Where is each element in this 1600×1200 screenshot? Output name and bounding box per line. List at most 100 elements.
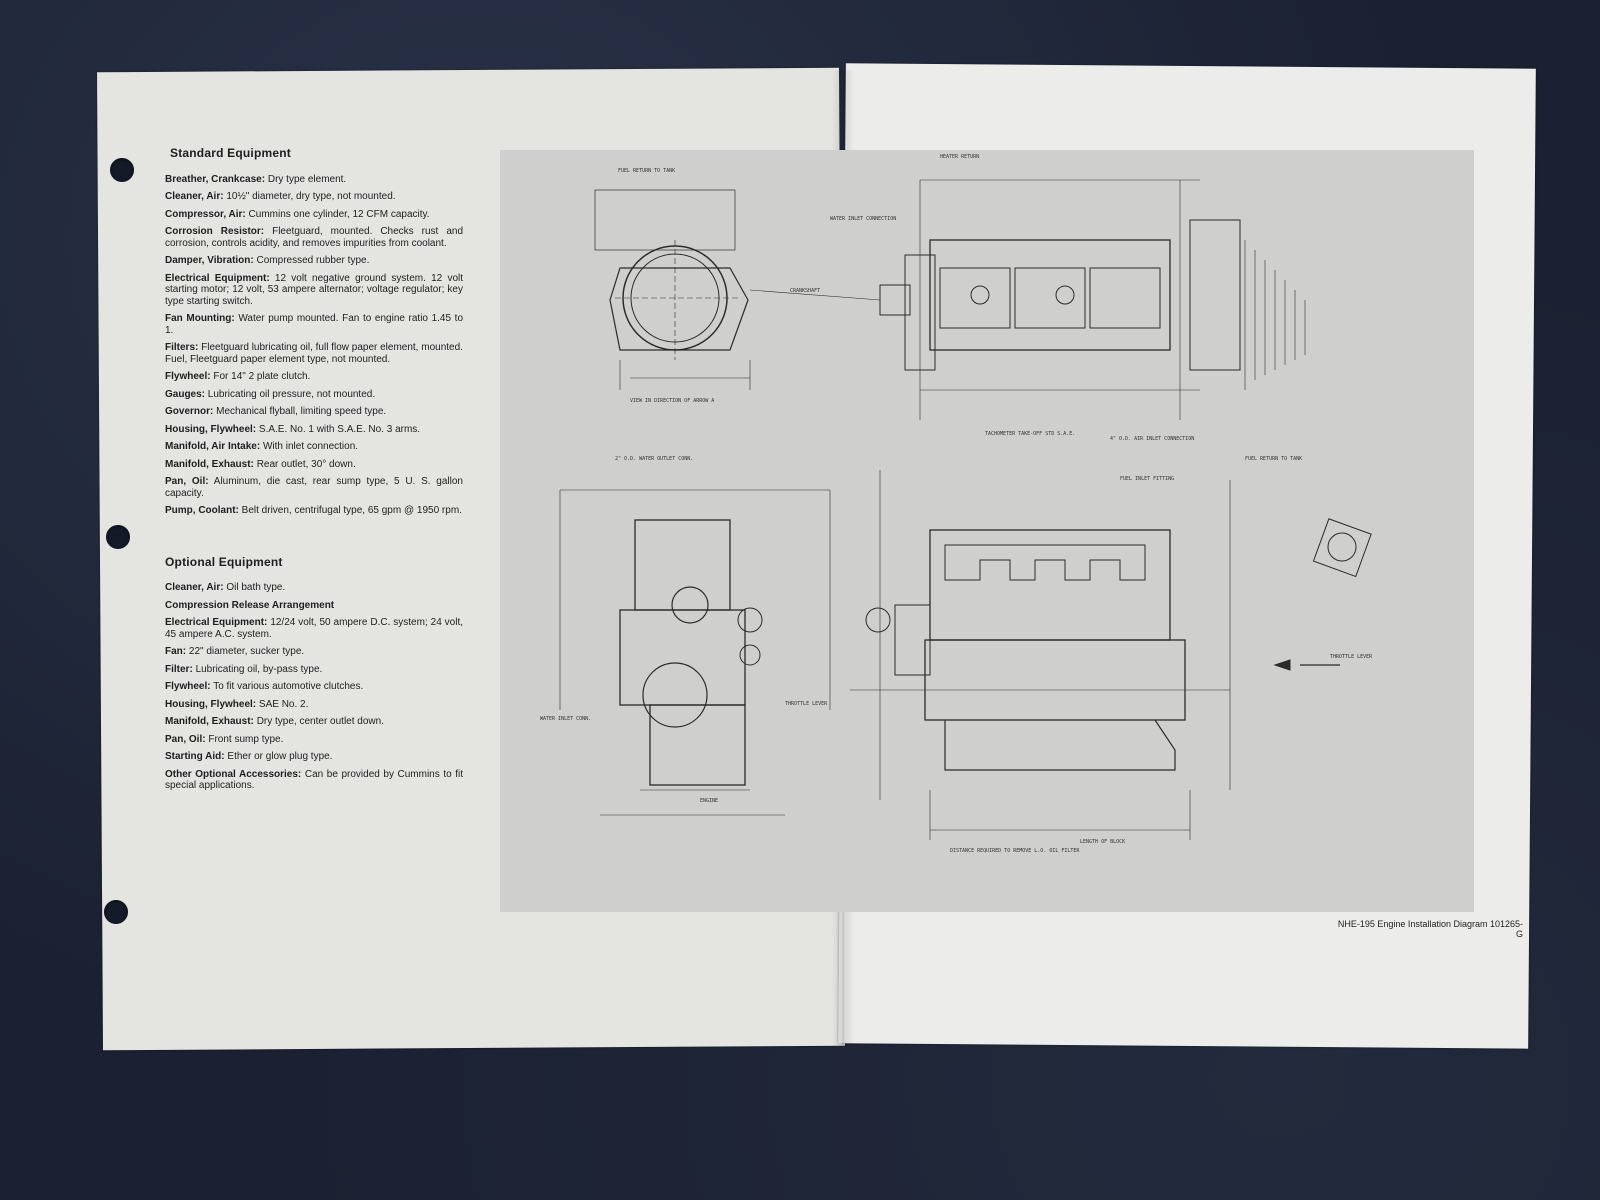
- engine-installation-diagram: FUEL RETURN TO TANK HEATER RETURN WATER …: [500, 150, 1474, 912]
- equipment-description: Oil bath type.: [226, 582, 286, 593]
- equipment-description: Rear outlet, 30° down.: [256, 458, 356, 470]
- standard-equipment-title: Standard Equipment: [170, 146, 291, 160]
- label-heater-return: HEATER RETURN: [940, 154, 979, 160]
- equipment-label: Fan Mounting:: [165, 313, 235, 324]
- equipment-description: Water pump mounted. Fan to engine ratio …: [165, 313, 464, 336]
- equipment-label: Other Optional Accessories:: [165, 768, 302, 780]
- equipment-description: 10½" diameter, dry type, not mounted.: [226, 191, 396, 202]
- diagram-caption: NHE-195 Engine Installation Diagram 1012…: [1337, 919, 1523, 939]
- equipment-description: 22" diameter, sucker type.: [188, 646, 305, 657]
- equipment-description: Cummins one cylinder, 12 CFM capacity.: [248, 208, 430, 220]
- equipment-description: Aluminum, die cast, rear sump type, 5 U.…: [165, 476, 463, 499]
- label-oil-filter: DISTANCE REQUIRED TO REMOVE L.O. OIL FIL…: [950, 848, 1080, 854]
- equipment-description: To fit various automotive clutches.: [213, 681, 364, 692]
- equipment-label: Starting Aid:: [165, 751, 225, 762]
- equipment-entry: Filters: Fleetguard lubricating oil, ful…: [165, 342, 463, 365]
- equipment-entry: Housing, Flywheel: S.A.E. No. 1 with S.A…: [165, 424, 463, 436]
- equipment-entry: Flywheel: To fit various automotive clut…: [165, 681, 463, 693]
- equipment-description: Lubricating oil, by-pass type.: [195, 663, 323, 675]
- equipment-label: Housing, Flywheel:: [165, 698, 257, 710]
- binder-hole-middle: [106, 525, 130, 549]
- equipment-entry: Filter: Lubricating oil, by-pass type.: [165, 664, 463, 676]
- equipment-description: 12/24 volt, 50 ampere D.C. system; 24 vo…: [165, 617, 464, 640]
- equipment-entry: Electrical Equipment: 12 volt negative g…: [165, 273, 463, 308]
- equipment-description: For 14" 2 plate clutch.: [213, 371, 311, 382]
- label-water-inlet-conn: WATER INLET CONN.: [540, 716, 591, 722]
- label-fuel-return-right: FUEL RETURN TO TANK: [1245, 456, 1302, 462]
- equipment-label: Flywheel:: [165, 371, 211, 382]
- equipment-entry: Gauges: Lubricating oil pressure, not mo…: [165, 389, 463, 401]
- specifications-column: Standard Equipment Breather, Crankcase: …: [165, 146, 463, 798]
- equipment-entry: Compressor, Air: Cummins one cylinder, 1…: [165, 209, 463, 221]
- label-crankshaft: CRANKSHAFT: [790, 288, 820, 294]
- equipment-description: Fleetguard lubricating oil, full flow pa…: [201, 342, 463, 353]
- label-fuel-inlet: FUEL INLET FITTING: [1120, 476, 1174, 482]
- equipment-entry: Cleaner, Air: 10½" diameter, dry type, n…: [165, 191, 463, 203]
- equipment-entry: Fan: 22" diameter, sucker type.: [165, 646, 463, 658]
- equipment-label: Flywheel:: [165, 681, 211, 692]
- label-tachometer: TACHOMETER TAKE-OFF STD S.A.E.: [985, 431, 1075, 437]
- equipment-label: Gauges:: [165, 388, 206, 400]
- equipment-entry: Manifold, Air Intake: With inlet connect…: [165, 441, 463, 453]
- equipment-entry: Pump, Coolant: Belt driven, centrifugal …: [165, 505, 463, 517]
- optional-equipment-title: Optional Equipment: [165, 554, 283, 569]
- equipment-description: S.A.E. No. 1 with S.A.E. No. 3 arms.: [258, 423, 421, 435]
- label-fuel-return: FUEL RETURN TO TANK: [618, 168, 675, 174]
- binder-hole-bottom: [104, 900, 128, 924]
- equipment-entry: Housing, Flywheel: SAE No. 2.: [165, 699, 463, 711]
- equipment-description: Dry type element.: [267, 173, 347, 185]
- equipment-entry: Manifold, Exhaust: Dry type, center outl…: [165, 716, 463, 728]
- equipment-label: Manifold, Exhaust:: [165, 458, 254, 470]
- equipment-label: Breather, Crankcase:: [165, 173, 266, 185]
- standard-equipment-list: Breather, Crankcase: Dry type element. Cl…: [165, 174, 463, 517]
- equipment-label: Governor:: [165, 406, 214, 417]
- equipment-label: Housing, Flywheel:: [165, 423, 257, 435]
- equipment-entry: Governor: Mechanical flyball, limiting s…: [165, 406, 463, 418]
- label-water-inlet: WATER INLET CONNECTION: [830, 216, 896, 222]
- equipment-label: Manifold, Exhaust:: [165, 716, 254, 727]
- binder-hole-top: [110, 158, 134, 182]
- label-throttle-lever-detail: THROTTLE LEVER: [1330, 654, 1373, 660]
- equipment-description: Belt driven, centrifugal type, 65 gpm @ …: [241, 505, 462, 516]
- equipment-label: Fan:: [165, 646, 187, 657]
- label-length-of-block: LENGTH OF BLOCK: [1080, 839, 1125, 845]
- equipment-description: 12 volt negative ground system. 12 volt …: [165, 272, 464, 307]
- equipment-description: Lubricating oil pressure, not mounted.: [207, 388, 376, 400]
- equipment-entry: Flywheel: For 14" 2 plate clutch.: [165, 371, 463, 383]
- optional-equipment-list: Cleaner, Air: Oil bath type. Compression …: [165, 582, 463, 792]
- equipment-label: Manifold, Air Intake:: [165, 441, 261, 452]
- equipment-label: Compression Release Arrangement: [165, 599, 335, 611]
- equipment-entry: Fan Mounting: Water pump mounted. Fan to…: [165, 313, 463, 336]
- equipment-label: Pan, Oil:: [165, 476, 209, 487]
- label-water-outlet: 2" O.D. WATER OUTLET CONN.: [615, 456, 693, 462]
- equipment-description: Fleetguard, mounted. Checks rust and cor…: [165, 226, 463, 249]
- equipment-description-extra: Fuel, Fleetguard paper element type, not…: [165, 353, 391, 365]
- equipment-description: Front sump type.: [208, 733, 284, 745]
- equipment-entry: Pan, Oil: Aluminum, die cast, rear sump …: [165, 476, 463, 499]
- equipment-label: Corrosion Resistor:: [165, 226, 265, 237]
- label-engine: ENGINE: [700, 798, 718, 804]
- equipment-entry: Pan, Oil: Front sump type.: [165, 734, 463, 746]
- equipment-label: Pan, Oil:: [165, 733, 206, 745]
- equipment-label: Electrical Equipment:: [165, 272, 270, 284]
- equipment-description: Compressed rubber type.: [256, 255, 370, 266]
- equipment-entry: Breather, Crankcase: Dry type element.: [165, 174, 463, 186]
- equipment-entry: Cleaner, Air: Oil bath type.: [165, 582, 463, 594]
- equipment-entry: Manifold, Exhaust: Rear outlet, 30° down…: [165, 459, 463, 471]
- label-view-arrow: VIEW IN DIRECTION OF ARROW A: [630, 398, 714, 404]
- equipment-label: Damper, Vibration:: [165, 255, 254, 266]
- equipment-description: With inlet connection.: [262, 441, 359, 452]
- equipment-entry: Starting Aid: Ether or glow plug type.: [165, 751, 463, 763]
- label-throttle-lever: THROTTLE LEVER: [785, 701, 828, 707]
- equipment-entry: Electrical Equipment: 12/24 volt, 50 amp…: [165, 617, 463, 640]
- equipment-entry: Damper, Vibration: Compressed rubber typ…: [165, 255, 463, 267]
- equipment-entry: Other Optional Accessories: Can be provi…: [165, 769, 463, 792]
- equipment-description: Can be provided by Cummins to fit specia…: [165, 768, 464, 792]
- equipment-label: Cleaner, Air:: [165, 191, 224, 202]
- equipment-label: Electrical Equipment:: [165, 617, 268, 628]
- equipment-description: SAE No. 2.: [258, 698, 309, 710]
- equipment-label: Pump, Coolant:: [165, 505, 239, 516]
- equipment-label: Compressor, Air:: [165, 208, 246, 220]
- equipment-entry: Compression Release Arrangement: [165, 600, 463, 612]
- label-air-inlet: 4" O.D. AIR INLET CONNECTION: [1110, 436, 1194, 442]
